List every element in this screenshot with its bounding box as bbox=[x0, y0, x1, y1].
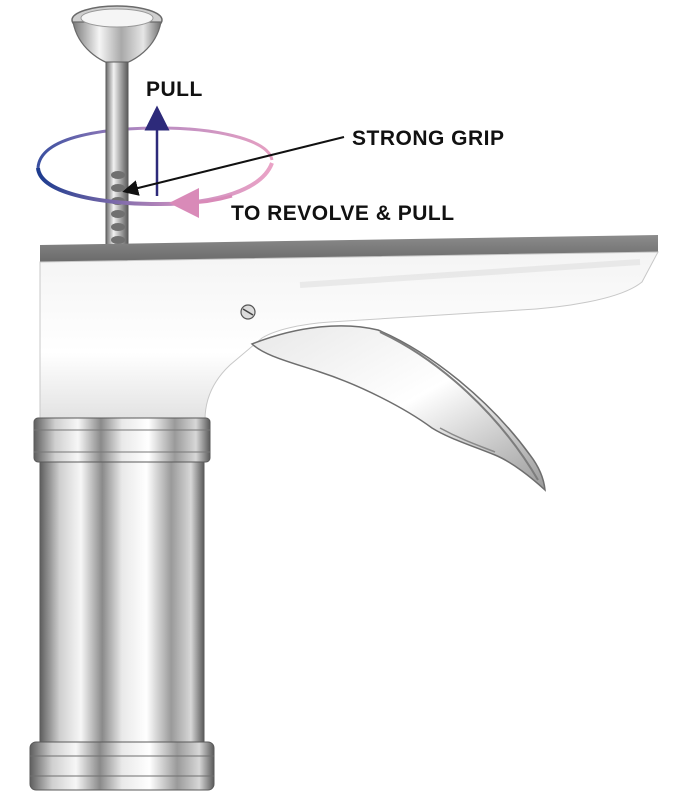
plunger-knob bbox=[71, 5, 163, 67]
strong-grip-label: STRONG GRIP bbox=[352, 127, 505, 150]
pivot-screw bbox=[240, 304, 256, 320]
plunger-rod bbox=[105, 61, 129, 259]
press-cylinder bbox=[29, 417, 215, 791]
top-plate bbox=[40, 235, 658, 262]
pull-label: PULL bbox=[146, 78, 203, 101]
lever-handle bbox=[250, 325, 546, 492]
orbit-front-arc bbox=[36, 162, 274, 207]
grip-notches bbox=[111, 171, 125, 244]
grip-pointer-line bbox=[122, 136, 345, 196]
orbit-return-arrow bbox=[169, 187, 233, 218]
press-body bbox=[39, 251, 659, 421]
revolve-label: TO REVOLVE & PULL bbox=[231, 202, 455, 225]
orbit-back-arc bbox=[36, 126, 274, 169]
